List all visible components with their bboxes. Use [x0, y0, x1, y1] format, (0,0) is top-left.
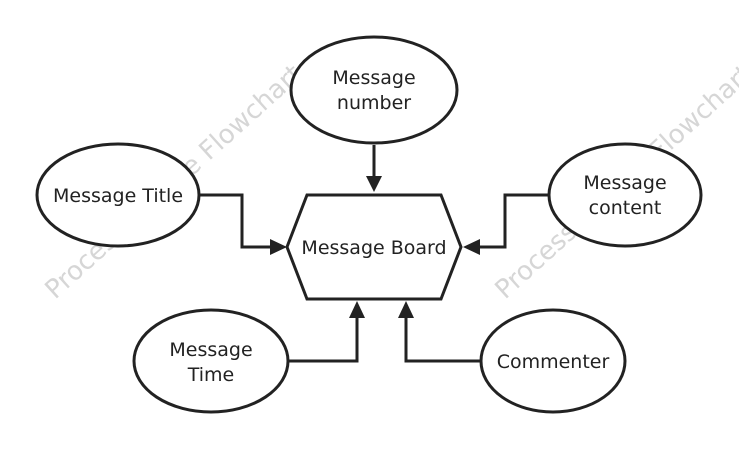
arrowhead-content — [463, 239, 480, 255]
arrowhead-number — [366, 176, 382, 192]
node-label-line2: number — [337, 92, 411, 114]
ellipse-shape — [35, 142, 201, 248]
connector-content-to-board — [480, 193, 549, 249]
node-label: Commenter — [497, 351, 610, 373]
node-message-time[interactable]: Message Time — [132, 308, 290, 414]
node-label: Message Board — [301, 237, 446, 259]
arrowhead-commenter — [398, 301, 414, 318]
ellipse-shape — [547, 142, 703, 248]
node-commenter[interactable]: Commenter — [479, 308, 627, 414]
connector-title-to-board — [200, 193, 270, 249]
node-message-board[interactable]: Message Board — [285, 193, 463, 301]
node-label-line2: content — [589, 197, 662, 219]
ellipse-shape — [479, 308, 627, 414]
node-label-line1: Message — [583, 172, 666, 194]
node-label-line2: Time — [187, 364, 235, 386]
arrowhead-time — [349, 301, 365, 318]
node-label: Message Title — [53, 185, 183, 207]
node-label-line1: Message — [169, 339, 252, 361]
node-message-title[interactable]: Message Title — [35, 142, 201, 248]
connector-time-to-board — [289, 318, 359, 363]
node-message-content[interactable]: Message content — [547, 142, 703, 248]
node-message-number[interactable]: Message number — [289, 35, 459, 145]
connector-commenter-to-board — [404, 318, 482, 363]
arrowhead-title — [270, 239, 287, 255]
hexagon-shape — [285, 193, 463, 301]
ellipse-shape — [289, 35, 459, 145]
ellipse-shape — [132, 308, 290, 414]
node-label-line1: Message — [332, 67, 415, 89]
